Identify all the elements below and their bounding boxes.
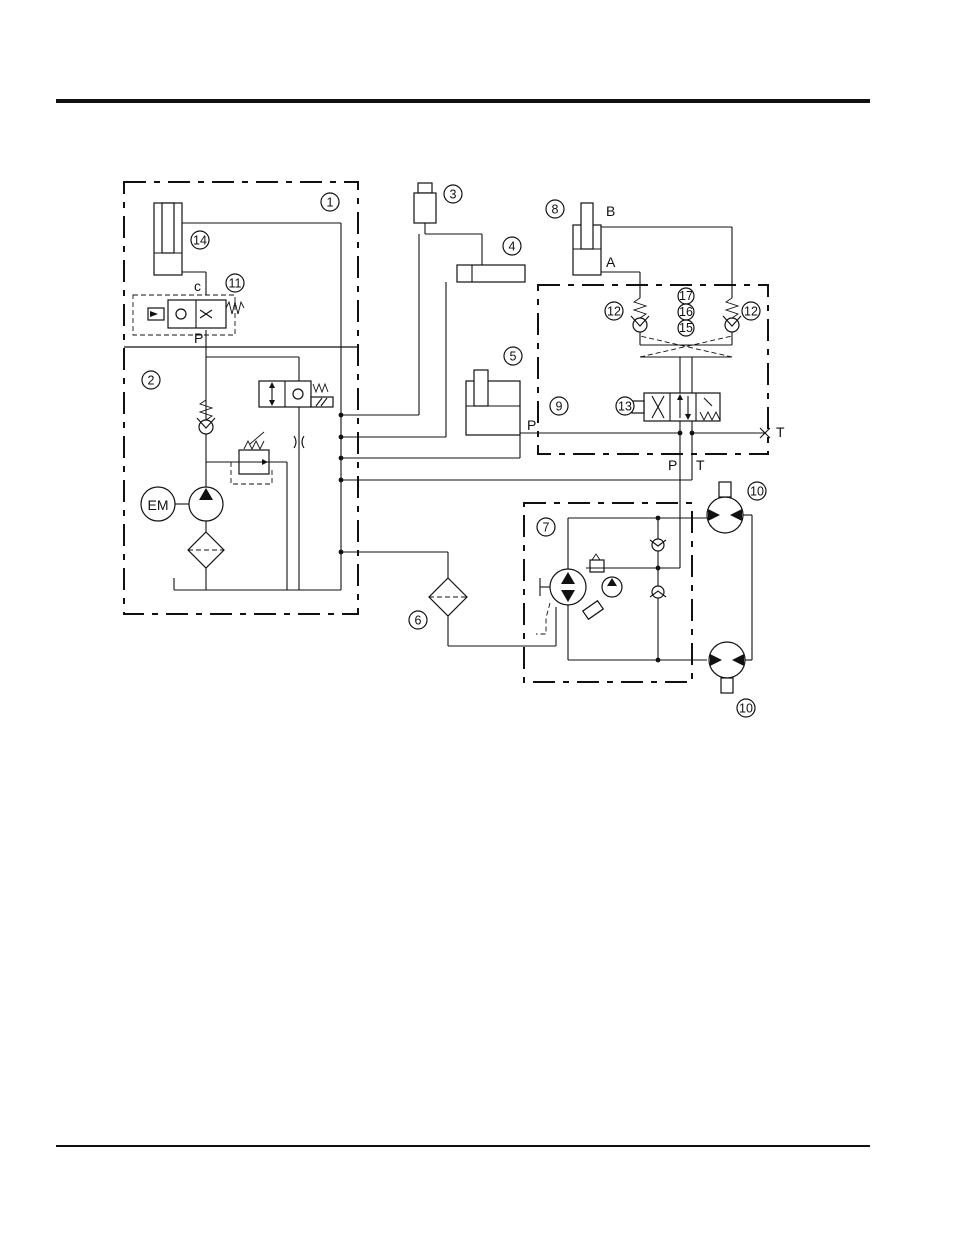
callout-1: 1 [321,193,339,211]
electric-motor: EM [141,487,189,521]
svg-text:13: 13 [618,400,632,414]
svg-text:10: 10 [739,702,753,716]
svg-text:15: 15 [679,321,693,335]
svg-text:9: 9 [556,400,563,414]
sensor-3 [414,183,482,415]
cylinder-8 [573,203,732,298]
motor-label: EM [148,497,169,513]
svg-text:11: 11 [229,277,242,291]
callout-15: 15 [678,320,694,336]
callout-5: 5 [504,347,522,365]
svg-text:3: 3 [450,188,457,202]
svg-text:16: 16 [679,305,693,319]
pilot-cross-lines [640,336,732,393]
callout-14: 14 [191,231,209,249]
pump [189,487,223,521]
callout-9: 9 [550,397,568,415]
svg-text:17: 17 [679,289,693,303]
pump-motor-7 [536,569,603,634]
port-b: B [606,203,615,219]
callout-12-left: 12 [605,302,623,320]
callout-3: 3 [444,185,462,203]
port-p-line: P [527,417,536,433]
svg-text:6: 6 [415,614,422,628]
callout-6: 6 [409,611,427,629]
port-c: c [194,278,201,294]
svg-text:12: 12 [744,305,758,319]
callout-2: 2 [142,371,160,389]
callout-16: 16 [678,304,694,320]
directional-valve-2 [259,381,333,407]
charge-pump-7 [590,554,622,597]
callout-12-right: 12 [742,302,760,320]
port-p-bottom: P [668,457,677,473]
pilot-check-valve-12-right [723,298,741,345]
port-p-left: P [194,330,203,346]
hydraulic-motor-10-bottom [709,642,745,693]
port-a: A [606,254,616,270]
hydraulic-motor-10-top [707,482,743,533]
callout-7: 7 [537,518,555,536]
filter [188,532,224,568]
callout-labels: 1 2 3 4 5 6 7 8 9 10 10 11 12 12 13 14 1… [142,185,766,717]
callout-10-top: 10 [748,482,766,500]
svg-text:1: 1 [327,196,334,210]
pilot-check-valve-12-left [631,298,649,345]
header-rule [56,99,870,103]
svg-text:8: 8 [552,203,559,217]
footer-rule [56,1145,870,1147]
callout-11: 11 [226,274,244,292]
svg-text:2: 2 [148,374,155,388]
callout-13: 13 [616,397,634,415]
directional-valve-13 [632,393,720,421]
svg-text:14: 14 [193,234,207,248]
svg-text:7: 7 [543,521,550,535]
port-t-bottom: T [696,457,705,473]
svg-text:4: 4 [509,240,516,254]
valve-11 [133,295,244,335]
callout-10-bottom: 10 [737,699,755,717]
svg-text:12: 12 [607,305,621,319]
unit-9-enclosure [538,285,768,454]
port-t-right: T [776,424,785,440]
filter-6 [429,552,556,646]
svg-text:10: 10 [750,485,764,499]
callout-4: 4 [503,237,521,255]
callout-8: 8 [546,200,564,218]
callout-17: 17 [678,288,694,304]
svg-text:5: 5 [510,350,517,364]
